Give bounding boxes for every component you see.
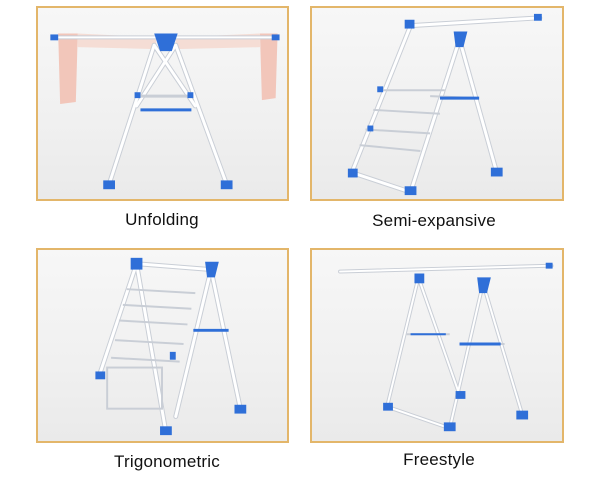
photo-freestyle-rack bbox=[310, 248, 564, 443]
caption-freestyle: Freestyle bbox=[403, 450, 475, 469]
caption-trigonometric: Trigonometric bbox=[114, 452, 220, 471]
caption-semi-expansive: Semi-expansive bbox=[372, 211, 496, 230]
photo-semi-expansive-rack bbox=[310, 6, 564, 201]
photo-trigonometric-rack bbox=[36, 248, 289, 443]
unfolding-rack-illustration bbox=[50, 33, 280, 190]
semi-expansive-rack-illustration bbox=[347, 13, 543, 196]
photo-unfolding-rack bbox=[36, 6, 289, 201]
trigonometric-rack-illustration bbox=[95, 257, 247, 436]
freestyle-rack-illustration bbox=[338, 262, 554, 432]
caption-unfolding: Unfolding bbox=[125, 210, 199, 229]
